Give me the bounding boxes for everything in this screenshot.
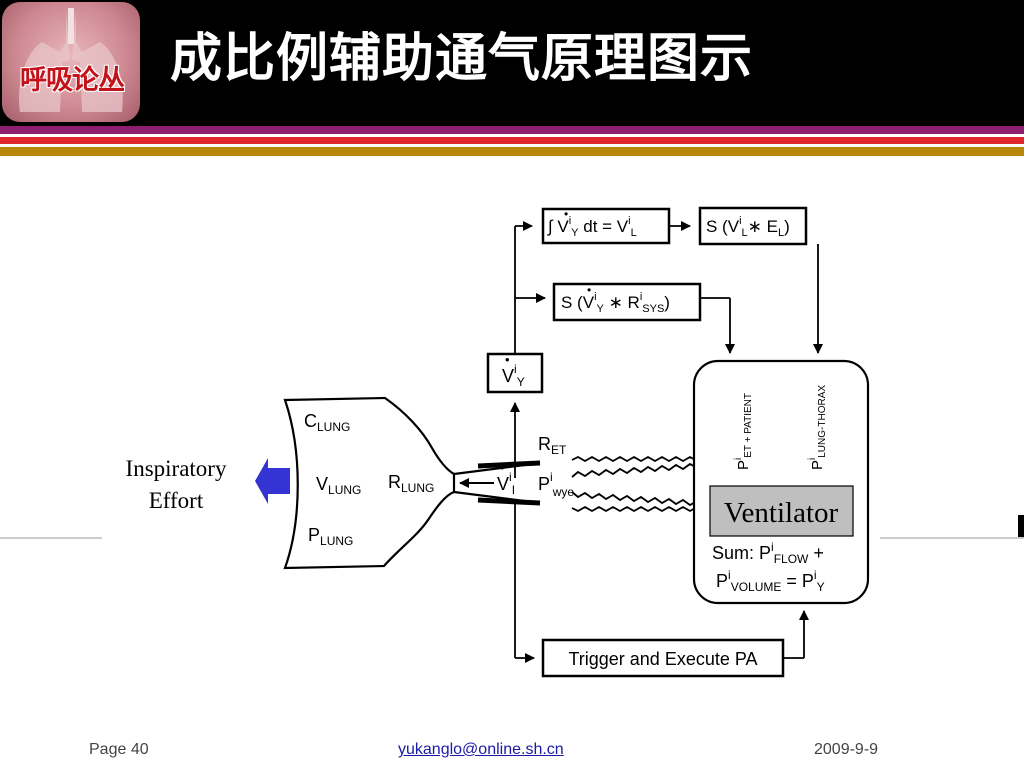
page-title: 成比例辅助通气原理图示	[170, 29, 754, 89]
expiratory-limb-outer	[571, 505, 711, 519]
ventilator-label-box	[709, 485, 854, 537]
effort-label-line2: Effort	[149, 488, 204, 513]
logo-text: 呼吸论丛	[20, 65, 125, 96]
resistive-block	[552, 282, 702, 322]
inspiratory-limb-inner	[571, 459, 706, 478]
expiratory-limb-inner	[571, 491, 706, 510]
resistive-block-label: S (ViY ∗ RiSYS)	[561, 291, 670, 315]
slide-header: 呼吸论丛 成比例辅助通气原理图示	[0, 0, 1024, 126]
header-stripe-gold	[0, 147, 1024, 156]
et-resistance-label: RET	[538, 434, 567, 457]
airway-tube-wall-top	[477, 460, 541, 469]
effort-arrow-icon	[255, 458, 290, 504]
slide-edge-mark	[1018, 515, 1024, 537]
inspiratory-limb-outer	[571, 449, 711, 463]
effort-label-line1: Inspiratory	[126, 456, 227, 481]
trigger-block-label: Trigger and Execute PA	[568, 649, 757, 669]
header-stripe-gap	[0, 144, 1024, 147]
elastic-block	[698, 206, 808, 246]
flow-dot: •	[500, 460, 505, 475]
header-stripe-purple	[0, 126, 1024, 134]
header-stripe-gap	[0, 134, 1024, 137]
ventilator-label: Ventilator	[724, 497, 839, 529]
integral-block	[541, 207, 671, 245]
lungs-icon	[19, 8, 123, 112]
flow-measure-dot: •	[505, 352, 510, 367]
email-link[interactable]: yukanglo@online.sh.cn	[398, 741, 564, 758]
lung-shape	[283, 396, 456, 570]
flow-measure-block	[486, 352, 544, 394]
elastic-block-label: S (ViL∗ EL)	[706, 215, 790, 239]
integral-block-label: ∫ ViY dt = ViL	[547, 215, 637, 239]
wye-pressure-label: Piwye	[538, 470, 574, 499]
lungs-logo: 呼吸论丛	[2, 2, 140, 122]
header-stripe-red	[0, 137, 1024, 144]
pav-diagram: Inspiratory Effort CLUNG VLUNG PLUNG RLU…	[0, 206, 1024, 678]
slide-date: 2009-9-9	[814, 741, 879, 758]
ventilator-box	[692, 359, 870, 605]
page-number: Page 40	[89, 741, 149, 758]
trigger-block	[541, 638, 785, 678]
airway-tube-wall-bottom	[477, 497, 541, 506]
integral-dot: •	[564, 207, 568, 221]
resistive-dot: •	[587, 283, 591, 297]
